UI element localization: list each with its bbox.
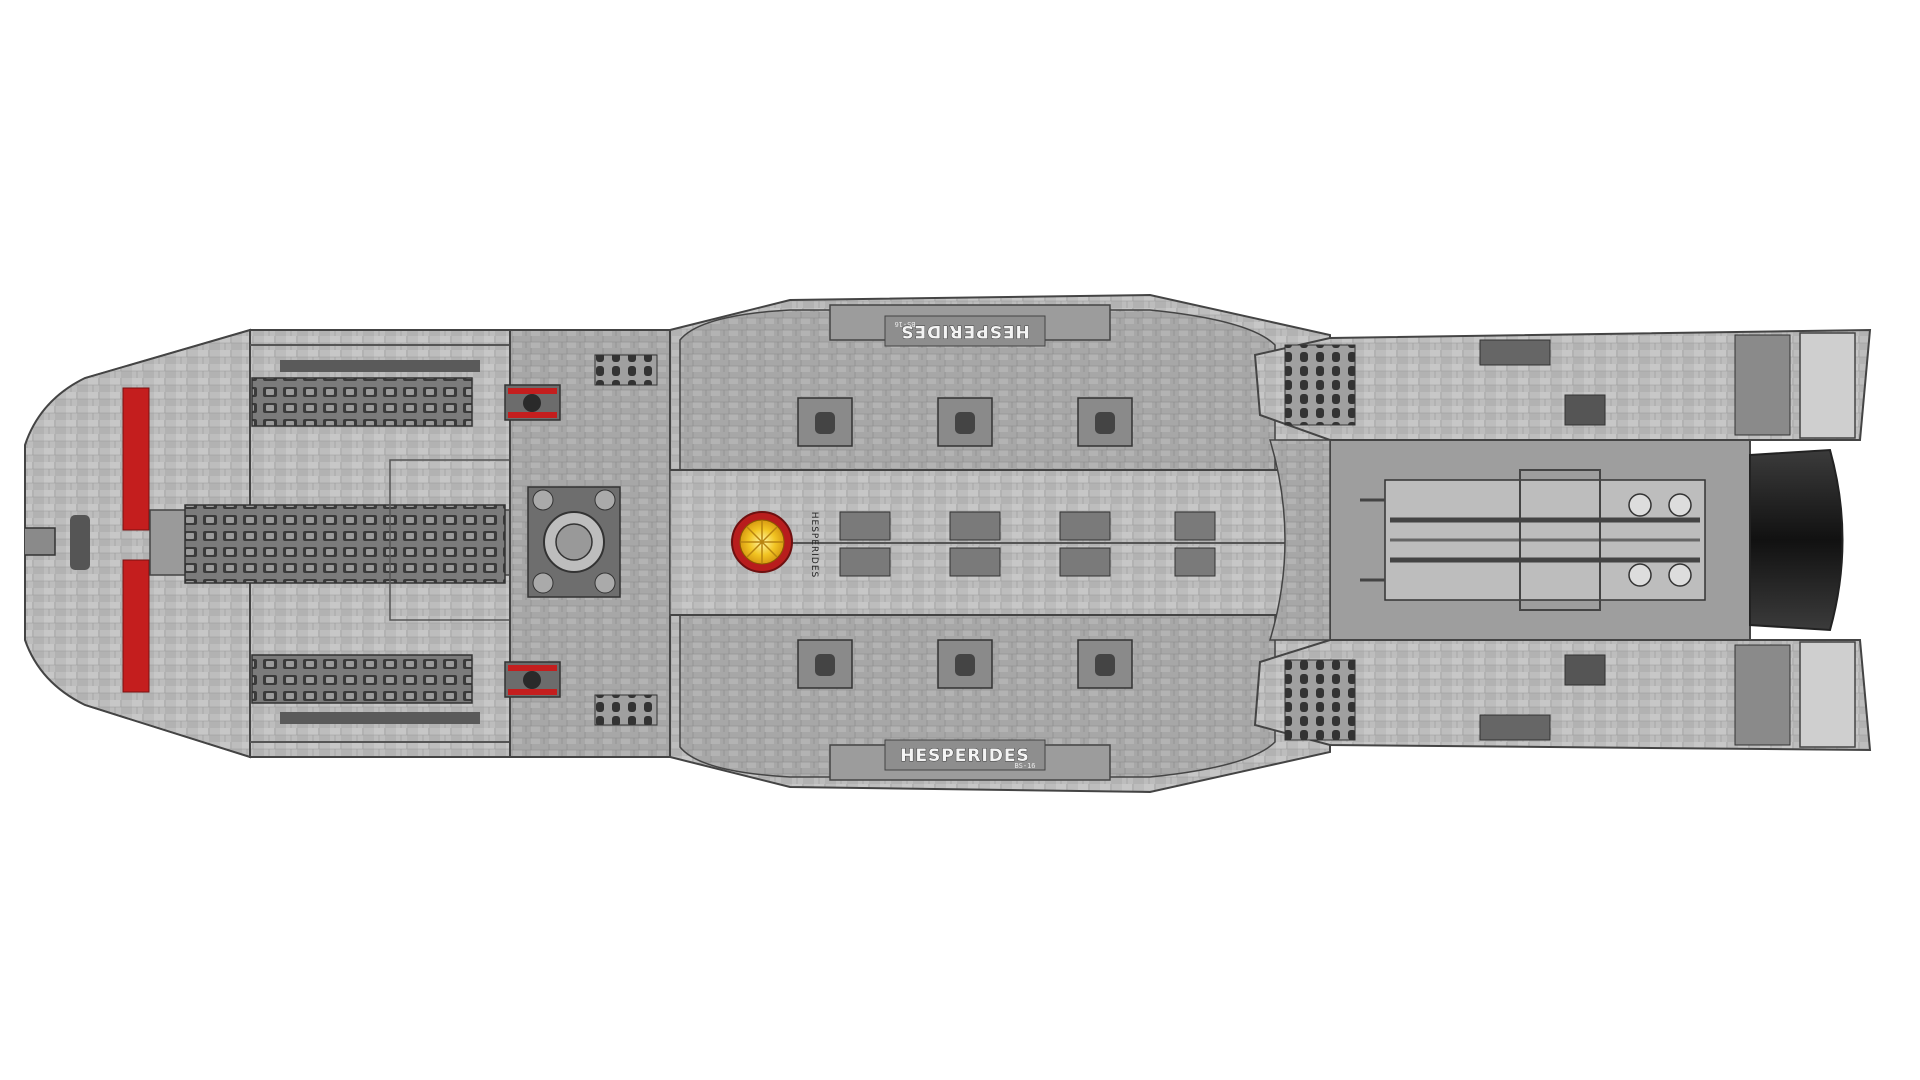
engine-core-taper bbox=[1268, 439, 1331, 641]
bow-vent-bank-top bbox=[251, 377, 473, 427]
red-stripe-bottom bbox=[122, 559, 150, 693]
name-plate-bottom: HESPERIDES BS-16 bbox=[884, 739, 1046, 771]
thruster-bottom-bell bbox=[1799, 641, 1856, 748]
hull-code-top: BS-16 bbox=[894, 320, 915, 328]
engine-vents-top bbox=[1284, 344, 1356, 426]
main-thruster bbox=[1749, 448, 1844, 632]
bow-vent-bank-center bbox=[184, 504, 506, 584]
neck-slots-bottom bbox=[594, 694, 658, 726]
neck-slots-top bbox=[594, 354, 658, 386]
side-name-label: HESPERIDES bbox=[809, 512, 819, 579]
hull-code-bottom: BS-16 bbox=[1014, 762, 1035, 770]
neck-section bbox=[504, 329, 671, 758]
engine-vents-bottom bbox=[1284, 659, 1356, 741]
engine-machinery bbox=[1360, 469, 1706, 611]
bow-section bbox=[24, 328, 511, 759]
engine-pod-top bbox=[1253, 328, 1872, 441]
main-hull-section: HESPERIDES HESPERIDES BS-16 HESPERIDES B… bbox=[669, 293, 1331, 794]
thruster-top-bell bbox=[1799, 332, 1856, 439]
neck-turret-assembly bbox=[527, 486, 621, 598]
hull-name-bottom: HESPERIDES bbox=[900, 746, 1030, 766]
name-plate-top: HESPERIDES BS-16 bbox=[884, 315, 1046, 347]
colonial-emblem-icon bbox=[731, 511, 793, 573]
engine-section bbox=[1253, 328, 1872, 752]
red-stripe-top bbox=[122, 387, 150, 531]
hull-name-top: HESPERIDES bbox=[900, 321, 1030, 341]
bottom-bulkheads bbox=[797, 639, 1133, 781]
bow-vent-bank-bottom bbox=[251, 654, 473, 704]
